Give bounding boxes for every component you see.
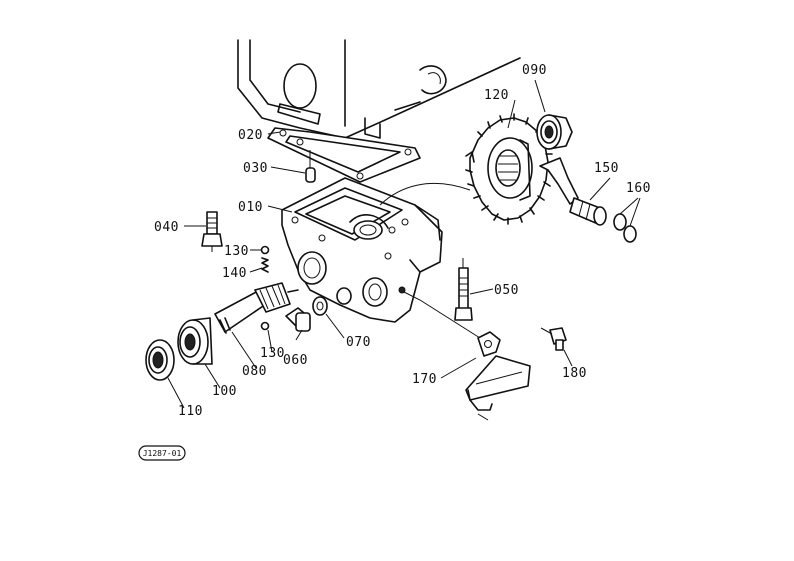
leader-housing-plate [403, 291, 481, 339]
label-170: 170 [412, 372, 437, 387]
bolt-180 [540, 327, 567, 351]
ball-130-top [260, 245, 270, 255]
label-090: 090 [522, 63, 547, 78]
label-080: 080 [242, 364, 267, 379]
shaft-080 [214, 282, 299, 334]
lever-plate-170 [465, 331, 531, 421]
washer-070 [312, 296, 328, 316]
label-010: 010 [238, 200, 263, 215]
plug-060 [285, 307, 311, 332]
gear-120 [465, 113, 553, 225]
label-060: 060 [283, 353, 308, 368]
label-150: 150 [594, 161, 619, 176]
label-140: 140 [222, 266, 247, 281]
label-100: 100 [212, 384, 237, 399]
snap-rings-160 [613, 197, 641, 243]
spring-140 [261, 257, 269, 273]
reference-code: J1287-01 [143, 449, 182, 458]
leader-housing-gear [379, 183, 471, 206]
label-110: 110 [178, 404, 203, 419]
leader-lines [167, 79, 611, 409]
gasket-020 [267, 127, 421, 183]
label-030: 030 [243, 161, 268, 176]
label-130-top: 130 [224, 244, 249, 259]
label-120: 120 [484, 88, 509, 103]
ball-130-bottom [260, 321, 270, 331]
engine-block [237, 39, 521, 139]
bearing-110 [145, 339, 175, 381]
dowel-pin-030 [305, 150, 316, 183]
label-130-bottom: 130 [260, 346, 285, 361]
shaft-150 [539, 157, 607, 226]
reference-code-tag: J1287-01 [138, 445, 186, 461]
label-050: 050 [494, 283, 519, 298]
label-040: 040 [154, 220, 179, 235]
label-160: 160 [626, 181, 651, 196]
bearing-090 [536, 114, 573, 150]
bolt-040 [201, 211, 223, 252]
label-180: 180 [562, 366, 587, 381]
bearing-100 [177, 317, 213, 365]
label-020: 020 [238, 128, 263, 143]
gear-case-housing-010 [281, 177, 443, 323]
bolt-050 [454, 258, 473, 321]
label-070: 070 [346, 335, 371, 350]
